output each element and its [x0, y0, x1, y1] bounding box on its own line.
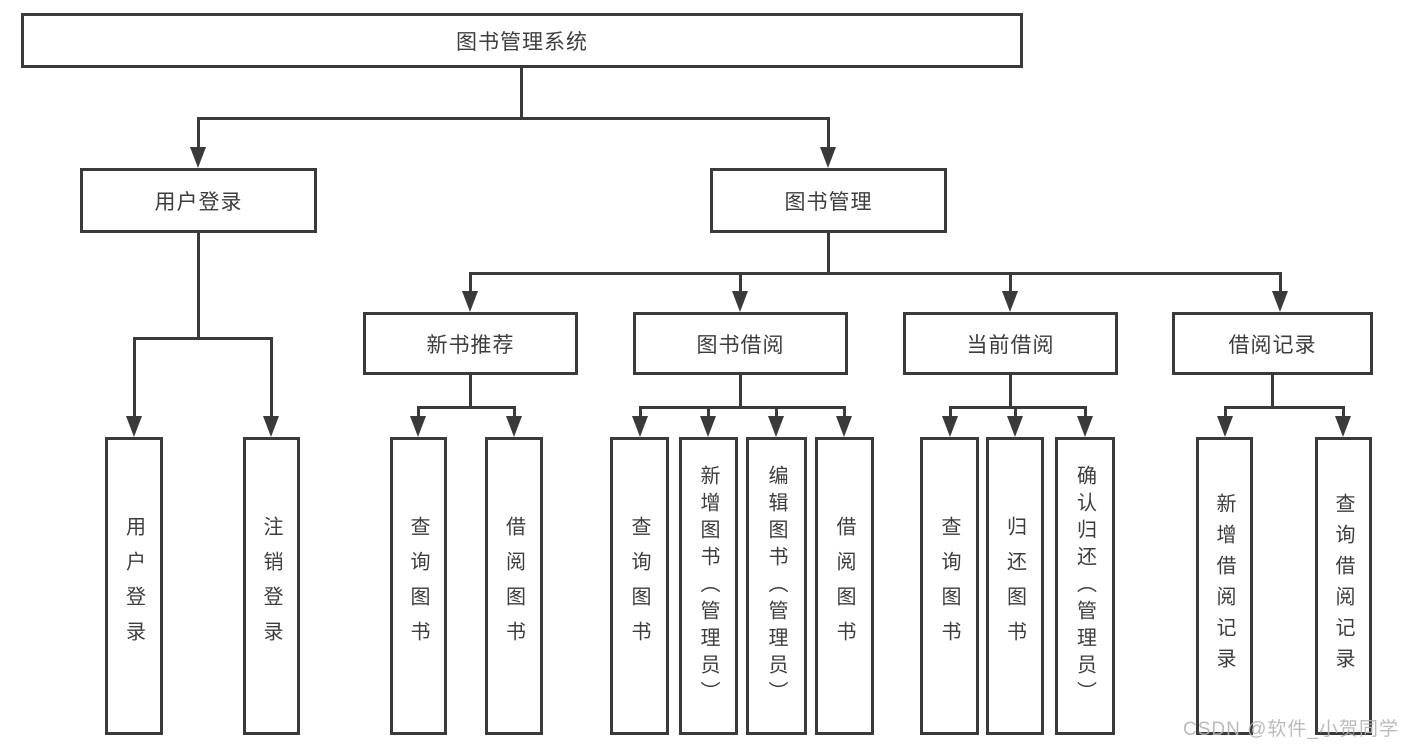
- connector-currentborrow-rail: [949, 406, 1087, 409]
- connector-borrowrecord-rail: [1224, 406, 1345, 409]
- connector-book-mgmt-stem: [827, 117, 830, 150]
- connector-level3-rail: [469, 272, 1282, 275]
- connector-newbook-rail: [417, 406, 516, 409]
- node-leaf-query-book-1: 查询图书: [390, 437, 447, 735]
- connector-leaf-stem: [1084, 406, 1087, 420]
- node-leaf-borrow-book-2: 借阅图书: [815, 437, 874, 735]
- connector-borrowrecord-stem: [1279, 272, 1282, 294]
- arrowhead-down-icon: [632, 416, 648, 437]
- node-leaf-confirm-return-admin: 确认归还（管理员）: [1055, 437, 1115, 735]
- connector-currentborrow-stem: [1009, 272, 1012, 294]
- connector-leaf-stem: [1342, 406, 1345, 420]
- node-new-book-recommend: 新书推荐: [363, 312, 578, 375]
- connector-leaf-stem: [417, 406, 420, 420]
- connector-bookborrow-down: [739, 375, 742, 409]
- arrowhead-down-icon: [263, 416, 279, 437]
- connector-newbook-stem: [469, 272, 472, 294]
- arrowhead-down-icon: [462, 291, 478, 312]
- arrowhead-down-icon: [942, 416, 958, 437]
- connector-leaf-stem: [843, 406, 846, 420]
- node-book-management: 图书管理: [710, 168, 947, 233]
- connector-leaf-stem: [639, 406, 642, 420]
- connector-bookborrow-stem: [739, 272, 742, 294]
- connector-leaf-stem: [270, 337, 273, 420]
- node-current-borrowing: 当前借阅: [903, 312, 1118, 375]
- connector-leaf-stem: [1224, 406, 1227, 420]
- connector-bookborrow-rail: [639, 406, 846, 409]
- node-leaf-borrow-book-1: 借阅图书: [485, 437, 543, 735]
- node-leaf-query-borrow-record: 查询借阅记录: [1315, 437, 1372, 735]
- node-leaf-query-book-3: 查询图书: [920, 437, 979, 735]
- connector-book-mgmt-down: [827, 233, 830, 275]
- node-leaf-add-book-admin: 新增图书（管理员）: [679, 437, 738, 735]
- arrowhead-down-icon: [1272, 291, 1288, 312]
- connector-leaf-stem: [949, 406, 952, 420]
- arrowhead-down-icon: [700, 416, 716, 437]
- node-library-system: 图书管理系统: [21, 13, 1023, 68]
- arrowhead-down-icon: [1335, 416, 1351, 437]
- arrowhead-down-icon: [410, 416, 426, 437]
- node-book-borrowing: 图书借阅: [633, 312, 848, 375]
- arrowhead-down-icon: [732, 291, 748, 312]
- node-leaf-add-borrow-record: 新增借阅记录: [1196, 437, 1253, 735]
- arrowhead-down-icon: [126, 416, 142, 437]
- node-user-login: 用户登录: [80, 168, 317, 233]
- node-leaf-return-book: 归还图书: [986, 437, 1044, 735]
- connector-borrowrecord-down: [1271, 375, 1274, 409]
- connector-user-login-rail: [133, 337, 273, 340]
- connector-leaf-stem: [707, 406, 710, 420]
- arrowhead-down-icon: [1217, 416, 1233, 437]
- node-leaf-logout: 注销登录: [243, 437, 300, 735]
- connector-user-login-down: [197, 233, 200, 340]
- connector-leaf-stem: [1014, 406, 1017, 420]
- node-leaf-query-book-2: 查询图书: [610, 437, 669, 735]
- arrowhead-down-icon: [768, 416, 784, 437]
- connector-newbook-down: [469, 375, 472, 409]
- arrowhead-down-icon: [836, 416, 852, 437]
- connector-level2-rail: [197, 117, 830, 120]
- arrowhead-down-icon: [1077, 416, 1093, 437]
- arrowhead-down-icon: [190, 147, 206, 168]
- connector-leaf-stem: [775, 406, 778, 420]
- connector-leaf-stem: [513, 406, 516, 420]
- connector-currentborrow-down: [1009, 375, 1012, 409]
- node-leaf-user-login: 用户登录: [105, 437, 163, 735]
- connector-leaf-stem: [133, 337, 136, 420]
- arrowhead-down-icon: [820, 147, 836, 168]
- node-borrowing-records: 借阅记录: [1172, 312, 1373, 375]
- node-leaf-edit-book-admin: 编辑图书（管理员）: [746, 437, 807, 735]
- arrowhead-down-icon: [506, 416, 522, 437]
- connector-root-stem: [520, 68, 523, 119]
- csdn-watermark: CSDN @软件_小贺同学: [1183, 719, 1399, 740]
- connector-user-login-stem: [197, 117, 200, 150]
- arrowhead-down-icon: [1002, 291, 1018, 312]
- arrowhead-down-icon: [1007, 416, 1023, 437]
